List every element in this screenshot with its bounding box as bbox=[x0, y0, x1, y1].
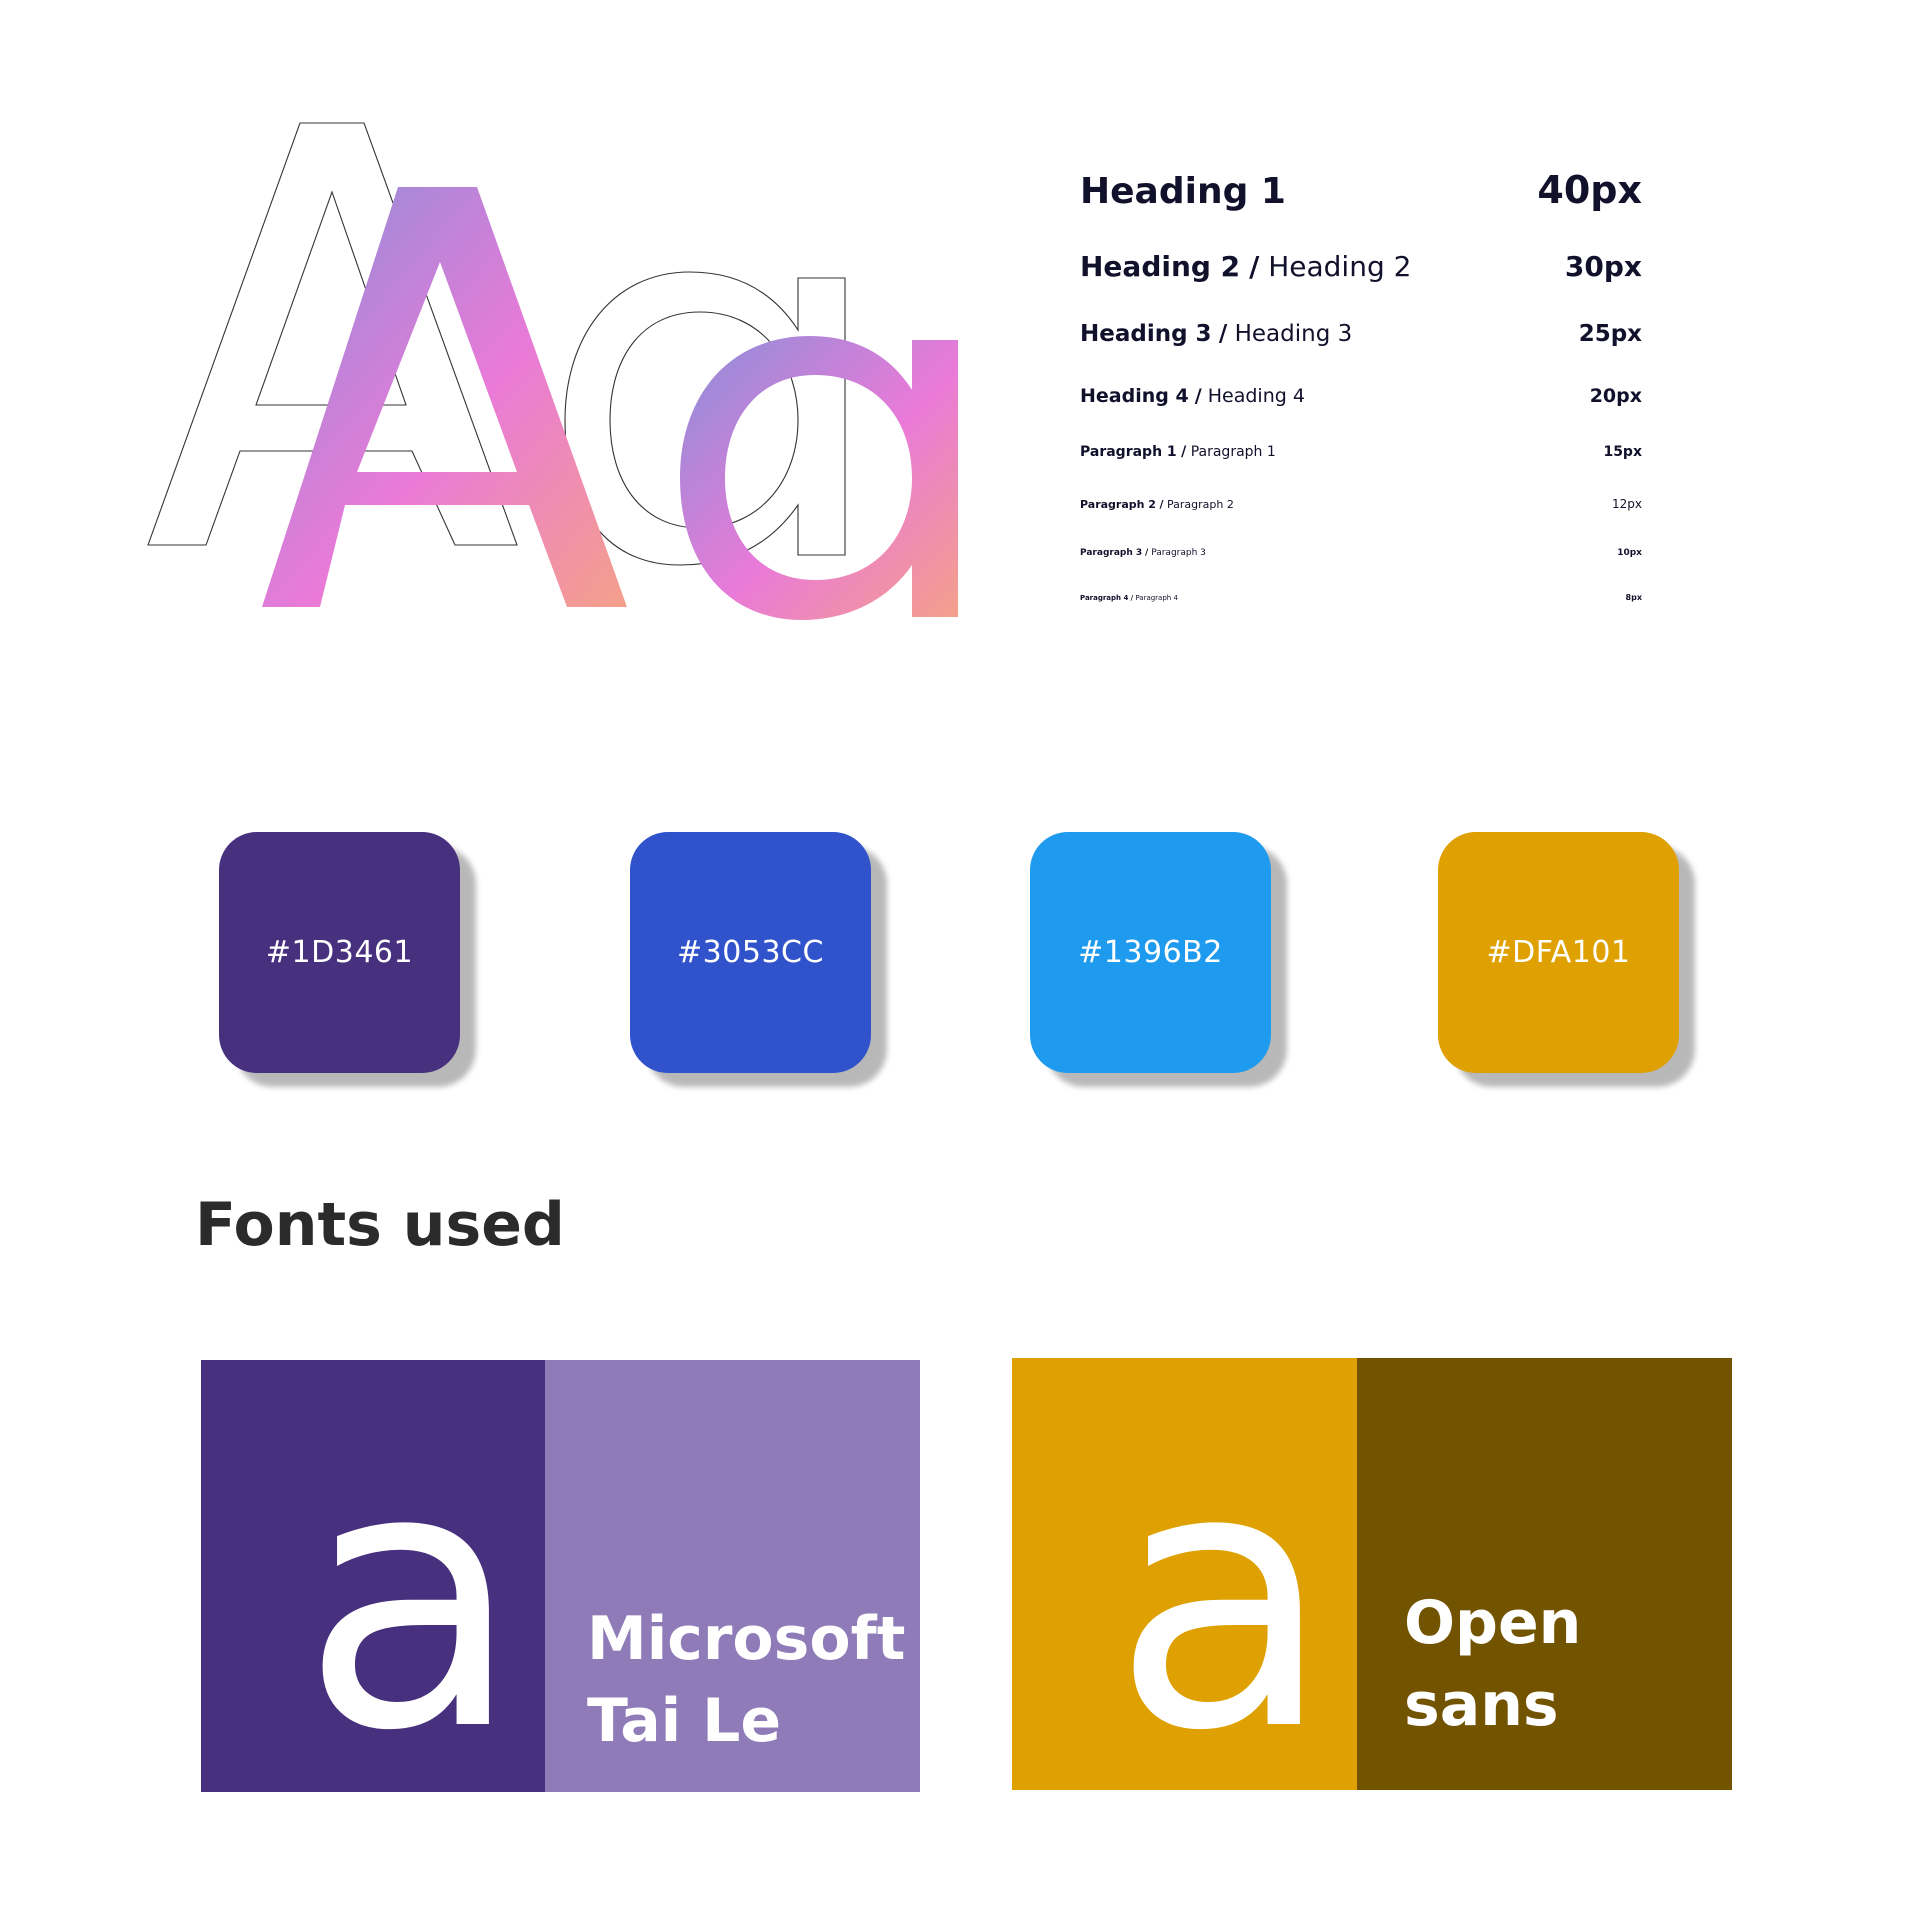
type-scale-regular-name: Heading 3 bbox=[1234, 321, 1353, 347]
type-scale-separator: / bbox=[1145, 548, 1149, 558]
type-scale-bold-name: Heading 1 bbox=[1080, 171, 1286, 212]
type-scale-regular-name: Paragraph 1 bbox=[1190, 444, 1276, 460]
type-scale-row: Paragraph 3 / Paragraph 3 10px bbox=[1080, 548, 1642, 558]
font-name-label: Microsoft Tai Le bbox=[587, 1604, 906, 1756]
type-scale-bold-name: Heading 2 bbox=[1080, 250, 1241, 283]
color-swatch-hex: #3053CC bbox=[677, 935, 824, 970]
type-scale-size: 10px bbox=[1617, 548, 1642, 558]
type-scale-separator: / bbox=[1218, 321, 1228, 347]
fonts-used-heading: Fonts used bbox=[195, 1190, 565, 1260]
gradient-letter-a-upper bbox=[262, 187, 627, 607]
type-scale-row: Heading 2 / Heading 2 30px bbox=[1080, 250, 1642, 283]
type-scale-row: Paragraph 1 / Paragraph 1 15px bbox=[1080, 444, 1642, 460]
type-scale-row: Heading 1 40px bbox=[1080, 168, 1642, 212]
color-swatch: #DFA101 bbox=[1438, 832, 1679, 1073]
type-scale-label: Paragraph 3 / Paragraph 3 bbox=[1080, 548, 1206, 558]
color-swatch: #1396B2 bbox=[1030, 832, 1271, 1073]
font-card-glyph-panel: a bbox=[201, 1360, 545, 1792]
type-scale-size: 25px bbox=[1578, 321, 1642, 347]
font-name-label: Open sans bbox=[1404, 1588, 1582, 1740]
type-scale-size: 20px bbox=[1589, 385, 1642, 407]
type-scale-row: Paragraph 4 / Paragraph 4 8px bbox=[1080, 593, 1642, 602]
color-swatch-hex: #1D3461 bbox=[265, 935, 414, 970]
type-scale-label: Heading 4 / Heading 4 bbox=[1080, 385, 1305, 407]
font-sample-glyph: a bbox=[301, 1390, 522, 1792]
font-card-name-panel: Microsoft Tai Le bbox=[545, 1360, 920, 1792]
gradient-letter-a-lower bbox=[680, 336, 958, 620]
type-scale-bold-name: Paragraph 3 bbox=[1080, 548, 1143, 558]
color-swatch: #1D3461 bbox=[219, 832, 460, 1073]
type-scale-regular-name: Paragraph 4 bbox=[1135, 594, 1178, 602]
type-scale-bold-name: Paragraph 1 bbox=[1080, 444, 1177, 460]
type-scale-bold-name: Paragraph 4 bbox=[1080, 594, 1129, 602]
font-card-name-panel: Open sans bbox=[1357, 1358, 1732, 1790]
font-card-microsoft-tai-le: a Microsoft Tai Le bbox=[201, 1360, 920, 1792]
color-swatch-hex: #1396B2 bbox=[1078, 935, 1223, 970]
type-scale-label: Paragraph 4 / Paragraph 4 bbox=[1080, 594, 1178, 602]
type-scale-separator: / bbox=[1181, 444, 1187, 460]
type-scale-label: Heading 3 / Heading 3 bbox=[1080, 321, 1352, 347]
type-scale-label: Paragraph 1 / Paragraph 1 bbox=[1080, 444, 1276, 460]
font-card-open-sans: a Open sans bbox=[1012, 1358, 1732, 1790]
type-scale-regular-name: Heading 2 bbox=[1268, 250, 1412, 283]
type-scale-row: Heading 4 / Heading 4 20px bbox=[1080, 385, 1642, 407]
type-scale-separator: / bbox=[1130, 594, 1134, 602]
type-scale-size: 8px bbox=[1625, 593, 1642, 602]
type-scale-separator: / bbox=[1249, 250, 1260, 283]
type-scale-bold-name: Heading 3 bbox=[1080, 321, 1212, 347]
hero-aa-illustration bbox=[147, 122, 958, 620]
type-scale-label: Heading 2 / Heading 2 bbox=[1080, 250, 1411, 283]
type-scale-size: 15px bbox=[1603, 444, 1642, 460]
type-scale-size: 30px bbox=[1564, 250, 1642, 283]
type-scale-regular-name: Heading 4 bbox=[1207, 385, 1305, 407]
color-swatch-hex: #DFA101 bbox=[1486, 935, 1631, 970]
type-scale-size: 12px bbox=[1612, 497, 1642, 511]
type-scale-row: Heading 3 / Heading 3 25px bbox=[1080, 321, 1642, 347]
color-swatch: #3053CC bbox=[630, 832, 871, 1073]
type-scale-regular-name: Paragraph 2 bbox=[1166, 498, 1234, 511]
type-scale-label: Heading 1 bbox=[1080, 171, 1286, 212]
font-card-glyph-panel: a bbox=[1012, 1358, 1357, 1790]
type-scale-separator: / bbox=[1194, 385, 1202, 407]
type-scale-size: 40px bbox=[1537, 168, 1642, 212]
type-scale-label: Paragraph 2 / Paragraph 2 bbox=[1080, 498, 1234, 511]
type-scale-row: Paragraph 2 / Paragraph 2 12px bbox=[1080, 497, 1642, 511]
type-scale-bold-name: Paragraph 2 bbox=[1080, 498, 1156, 511]
type-scale-bold-name: Heading 4 bbox=[1080, 385, 1189, 407]
type-scale-regular-name: Paragraph 3 bbox=[1151, 548, 1206, 558]
type-scale-separator: / bbox=[1159, 498, 1164, 511]
font-sample-glyph: a bbox=[1112, 1390, 1333, 1790]
